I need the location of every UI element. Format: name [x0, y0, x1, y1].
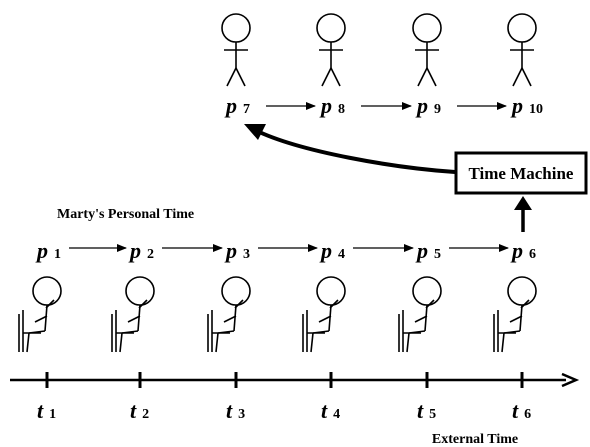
- seated-figure: [493, 276, 537, 353]
- tick-label-t5-symbol: t: [417, 398, 424, 423]
- tick-label-t4-symbol: t: [321, 398, 328, 423]
- top-label-p8-symbol: p: [319, 93, 332, 118]
- bottom-label-p4-subscript: 4: [338, 247, 345, 262]
- top-label-p9-subscript: 9: [434, 102, 441, 117]
- external-time-axis-arrowhead: [561, 372, 580, 388]
- tick-label-t2-symbol: t: [130, 398, 137, 423]
- tick-label-t4-subscript: 4: [333, 407, 340, 422]
- personal-time-caption: Marty's Personal Time: [57, 207, 194, 222]
- top-label-p9-symbol: p: [415, 93, 428, 118]
- standing-figure: [221, 13, 251, 87]
- bottom-label-p6-subscript: 6: [529, 247, 536, 262]
- bottom-label-p2-subscript: 2: [147, 247, 154, 262]
- tick-label-t1-subscript: 1: [49, 407, 56, 422]
- standing-figures: [221, 13, 537, 87]
- tick-label-t1-symbol: t: [37, 398, 44, 423]
- top-label-p7-symbol: p: [224, 93, 237, 118]
- bottom-label-p3-subscript: 3: [243, 247, 250, 262]
- seated-figure: [398, 276, 442, 353]
- standing-figure: [412, 13, 442, 87]
- top-label-p10: p 10: [510, 93, 543, 118]
- tick-label-t3-subscript: 3: [238, 407, 245, 422]
- top-label-p10-symbol: p: [510, 93, 523, 118]
- tick-label-t2-subscript: 2: [142, 407, 149, 422]
- bottom-label-p4-symbol: p: [319, 238, 332, 263]
- enter-machine-arrowhead: [514, 196, 532, 210]
- top-label-p8-subscript: 8: [338, 102, 345, 117]
- standing-figure: [316, 13, 346, 87]
- bottom-label-p3-symbol: p: [224, 238, 237, 263]
- tick-label-t5-subscript: 5: [429, 407, 436, 422]
- top-label-p7-subscript: 7: [243, 102, 250, 117]
- bottom-label-p5-symbol: p: [415, 238, 428, 263]
- bottom-label-p2-symbol: p: [128, 238, 141, 263]
- top-label-p10-subscript: 10: [529, 102, 543, 117]
- axis-ticks: [45, 372, 524, 388]
- seated-figure: [207, 276, 251, 353]
- bottom-label-p1-symbol: p: [35, 238, 48, 263]
- tick-label-t6-symbol: t: [512, 398, 519, 423]
- bottom-label-p6-symbol: p: [510, 238, 523, 263]
- standing-figure: [507, 13, 537, 87]
- external-time-caption: External Time: [432, 432, 518, 447]
- time-machine-label: Time Machine: [469, 164, 574, 183]
- time-machine-box: Time Machine: [454, 151, 588, 195]
- seated-figures: [18, 276, 537, 353]
- tick-label-t6-subscript: 6: [524, 407, 531, 422]
- bottom-label-p5-subscript: 5: [434, 247, 441, 262]
- time-jump-arrowhead: [244, 124, 266, 140]
- seated-figure: [18, 276, 62, 353]
- time-jump-curved-arrow: [254, 128, 456, 174]
- tick-label-t3-symbol: t: [226, 398, 233, 423]
- seated-figure: [302, 276, 346, 353]
- seated-figure: [111, 276, 155, 353]
- bottom-label-p1-subscript: 1: [54, 247, 61, 262]
